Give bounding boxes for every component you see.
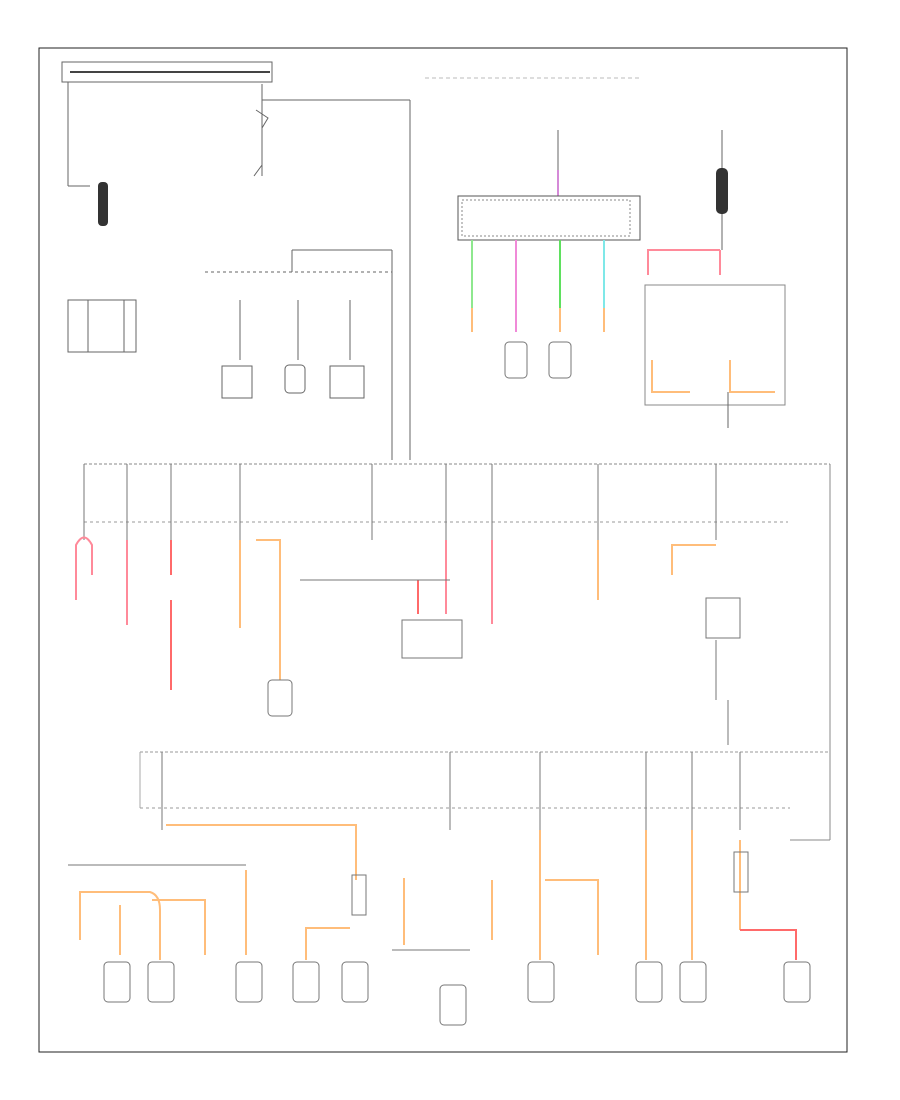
middle-components: [267, 579, 741, 745]
diagram-frame: [38, 47, 848, 1053]
battery-starter-section: [61, 61, 411, 460]
lower-taps: [161, 752, 741, 830]
top-right-fuse-block: [425, 77, 641, 379]
fuse-taps: [83, 464, 717, 540]
lower-wires: [79, 824, 797, 960]
main-fuse-bus: [83, 463, 831, 840]
relay-pack-right: [644, 130, 786, 428]
lower-components: [68, 851, 811, 1026]
relay-icon: [67, 299, 137, 353]
battery-icon: [98, 182, 108, 226]
ignition-switch-section: [205, 249, 393, 460]
middle-wires: [75, 536, 716, 690]
lower-fuse-bus: [139, 751, 830, 841]
